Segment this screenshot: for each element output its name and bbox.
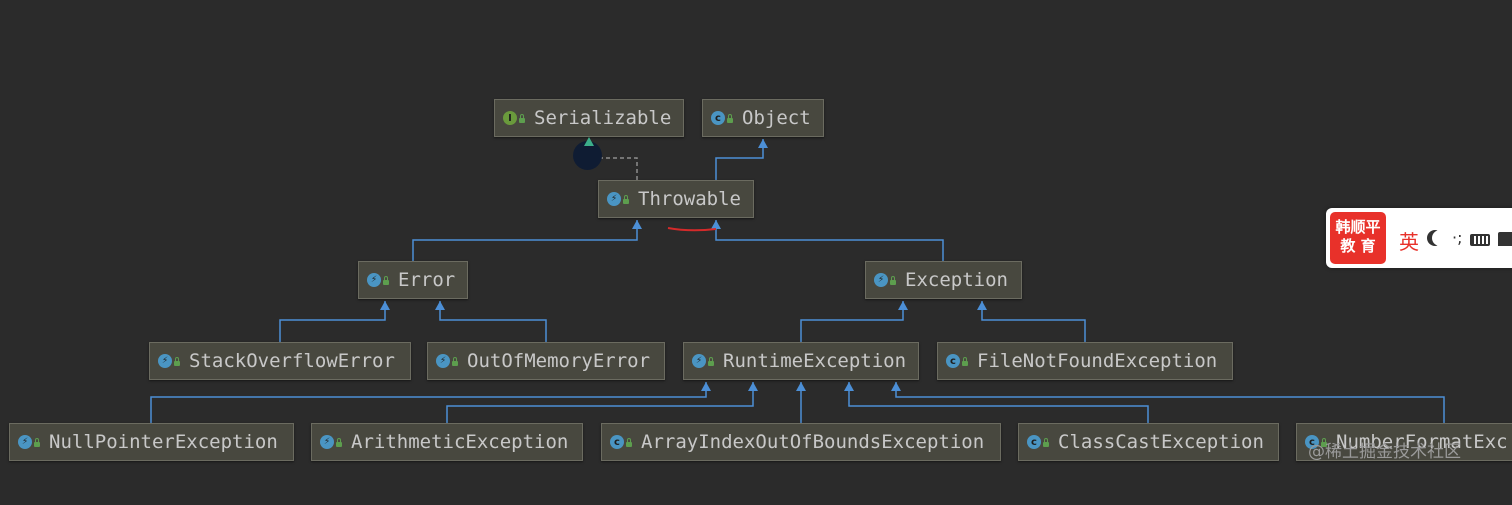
edge-numberformatexception-to-runtimeexception xyxy=(891,382,1445,423)
ime-punctuation-toggle[interactable]: ·; xyxy=(1452,228,1463,247)
public-lock-icon xyxy=(727,113,733,123)
arrowhead-icon xyxy=(711,220,721,229)
ime-logo-line2: 教 育 xyxy=(1340,237,1376,255)
node-label: RuntimeException xyxy=(723,350,907,372)
public-lock-icon xyxy=(336,437,342,447)
node-label: Error xyxy=(398,269,456,291)
node-object[interactable]: c Object xyxy=(702,99,824,137)
node-exception[interactable]: ⚡ Exception xyxy=(865,261,1022,299)
exception-class-icon: ⚡ xyxy=(320,435,334,449)
public-lock-icon xyxy=(34,437,40,447)
ime-logo: 韩顺平 教 育 xyxy=(1330,212,1386,264)
arrowhead-icon xyxy=(891,382,901,391)
node-label: NumberFormatExc xyxy=(1336,431,1508,453)
implements-arrow-icon xyxy=(584,137,594,146)
public-lock-icon xyxy=(519,113,525,123)
node-label: FileNotFoundException xyxy=(977,350,1218,372)
class-icon: c xyxy=(1305,435,1319,449)
edge-runtimeexception-to-exception xyxy=(800,301,908,342)
class-icon: c xyxy=(1027,435,1041,449)
shirt-icon[interactable] xyxy=(1498,232,1512,246)
edge-arrayindexoutofboundsexception-to-runtimeexception xyxy=(796,382,806,423)
arrowhead-icon xyxy=(632,220,642,229)
exception-class-icon: ⚡ xyxy=(692,354,706,368)
arrowhead-icon xyxy=(701,382,711,391)
node-numberformatexception[interactable]: c NumberFormatExc xyxy=(1296,423,1512,461)
public-lock-icon xyxy=(626,437,632,447)
node-label: Throwable xyxy=(638,188,741,210)
node-label: Serializable xyxy=(534,107,672,129)
exception-class-icon: ⚡ xyxy=(436,354,450,368)
node-label: ArrayIndexOutOfBoundsException xyxy=(641,431,985,453)
node-label: Exception xyxy=(905,269,1008,291)
edge-outofmemoryerror-to-error xyxy=(435,301,547,342)
keyboard-icon[interactable] xyxy=(1470,234,1490,246)
node-arrayindexoutofboundsexception[interactable]: c ArrayIndexOutOfBoundsException xyxy=(601,423,1001,461)
ime-toolbar[interactable]: 韩顺平 教 育 英 ·; xyxy=(1326,208,1512,268)
node-label: ClassCastException xyxy=(1058,431,1264,453)
public-lock-icon xyxy=(1043,437,1049,447)
edge-filenotfoundexception-to-exception xyxy=(977,301,1086,342)
exception-class-icon: ⚡ xyxy=(158,354,172,368)
node-label: ArithmeticException xyxy=(351,431,569,453)
node-filenotfoundexception[interactable]: c FileNotFoundException xyxy=(937,342,1233,380)
exception-class-icon: ⚡ xyxy=(18,435,32,449)
node-nullpointerexception[interactable]: ⚡ NullPointerException xyxy=(9,423,294,461)
public-lock-icon xyxy=(623,194,629,204)
node-classcastexception[interactable]: c ClassCastException xyxy=(1018,423,1279,461)
interface-icon: I xyxy=(503,111,517,125)
edge-stackoverflowerror-to-error xyxy=(279,301,390,342)
node-label: NullPointerException xyxy=(49,431,278,453)
arrowhead-icon xyxy=(844,382,854,391)
edge-nullpointerexception-to-runtimeexception xyxy=(150,382,711,423)
edge-throwable-to-serializable xyxy=(589,145,638,180)
arrowhead-icon xyxy=(758,139,768,148)
node-arithmeticexception[interactable]: ⚡ ArithmeticException xyxy=(311,423,583,461)
moon-icon[interactable] xyxy=(1432,230,1448,246)
arrowhead-icon xyxy=(748,382,758,391)
node-stackoverflowerror[interactable]: ⚡ StackOverflowError xyxy=(149,342,411,380)
edge-throwable-to-object xyxy=(715,139,768,180)
public-lock-icon xyxy=(452,356,458,366)
node-outofmemoryerror[interactable]: ⚡ OutOfMemoryError xyxy=(427,342,665,380)
public-lock-icon xyxy=(962,356,968,366)
class-icon: c xyxy=(610,435,624,449)
class-icon: c xyxy=(946,354,960,368)
ime-logo-line1: 韩顺平 xyxy=(1335,218,1381,236)
class-icon: c xyxy=(711,111,725,125)
node-label: OutOfMemoryError xyxy=(467,350,651,372)
arrowhead-icon xyxy=(796,382,806,391)
node-throwable[interactable]: ⚡ Throwable xyxy=(598,180,754,218)
edge-error-to-throwable xyxy=(412,220,642,261)
red-annotation-stroke xyxy=(667,227,717,232)
node-serializable[interactable]: I Serializable xyxy=(494,99,684,137)
edge-classcastexception-to-runtimeexception xyxy=(844,382,1149,423)
arrowhead-icon xyxy=(380,301,390,310)
exception-class-icon: ⚡ xyxy=(874,273,888,287)
public-lock-icon xyxy=(383,275,389,285)
public-lock-icon xyxy=(890,275,896,285)
ime-language-toggle[interactable]: 英 xyxy=(1399,230,1419,254)
node-label: Object xyxy=(742,107,811,129)
arrowhead-icon xyxy=(977,301,987,310)
arrowhead-icon xyxy=(898,301,908,310)
public-lock-icon xyxy=(708,356,714,366)
watermark: @稀土掘金技术社区 xyxy=(1308,442,1461,462)
node-error[interactable]: ⚡ Error xyxy=(358,261,468,299)
edge-arithmeticexception-to-runtimeexception xyxy=(446,382,758,423)
arrowhead-icon xyxy=(435,301,445,310)
public-lock-icon xyxy=(174,356,180,366)
node-runtimeexception[interactable]: ⚡ RuntimeException xyxy=(683,342,919,380)
edge-exception-to-throwable xyxy=(711,220,944,261)
exception-class-icon: ⚡ xyxy=(607,192,621,206)
public-lock-icon xyxy=(1321,437,1327,447)
node-label: StackOverflowError xyxy=(189,350,395,372)
exception-class-icon: ⚡ xyxy=(367,273,381,287)
